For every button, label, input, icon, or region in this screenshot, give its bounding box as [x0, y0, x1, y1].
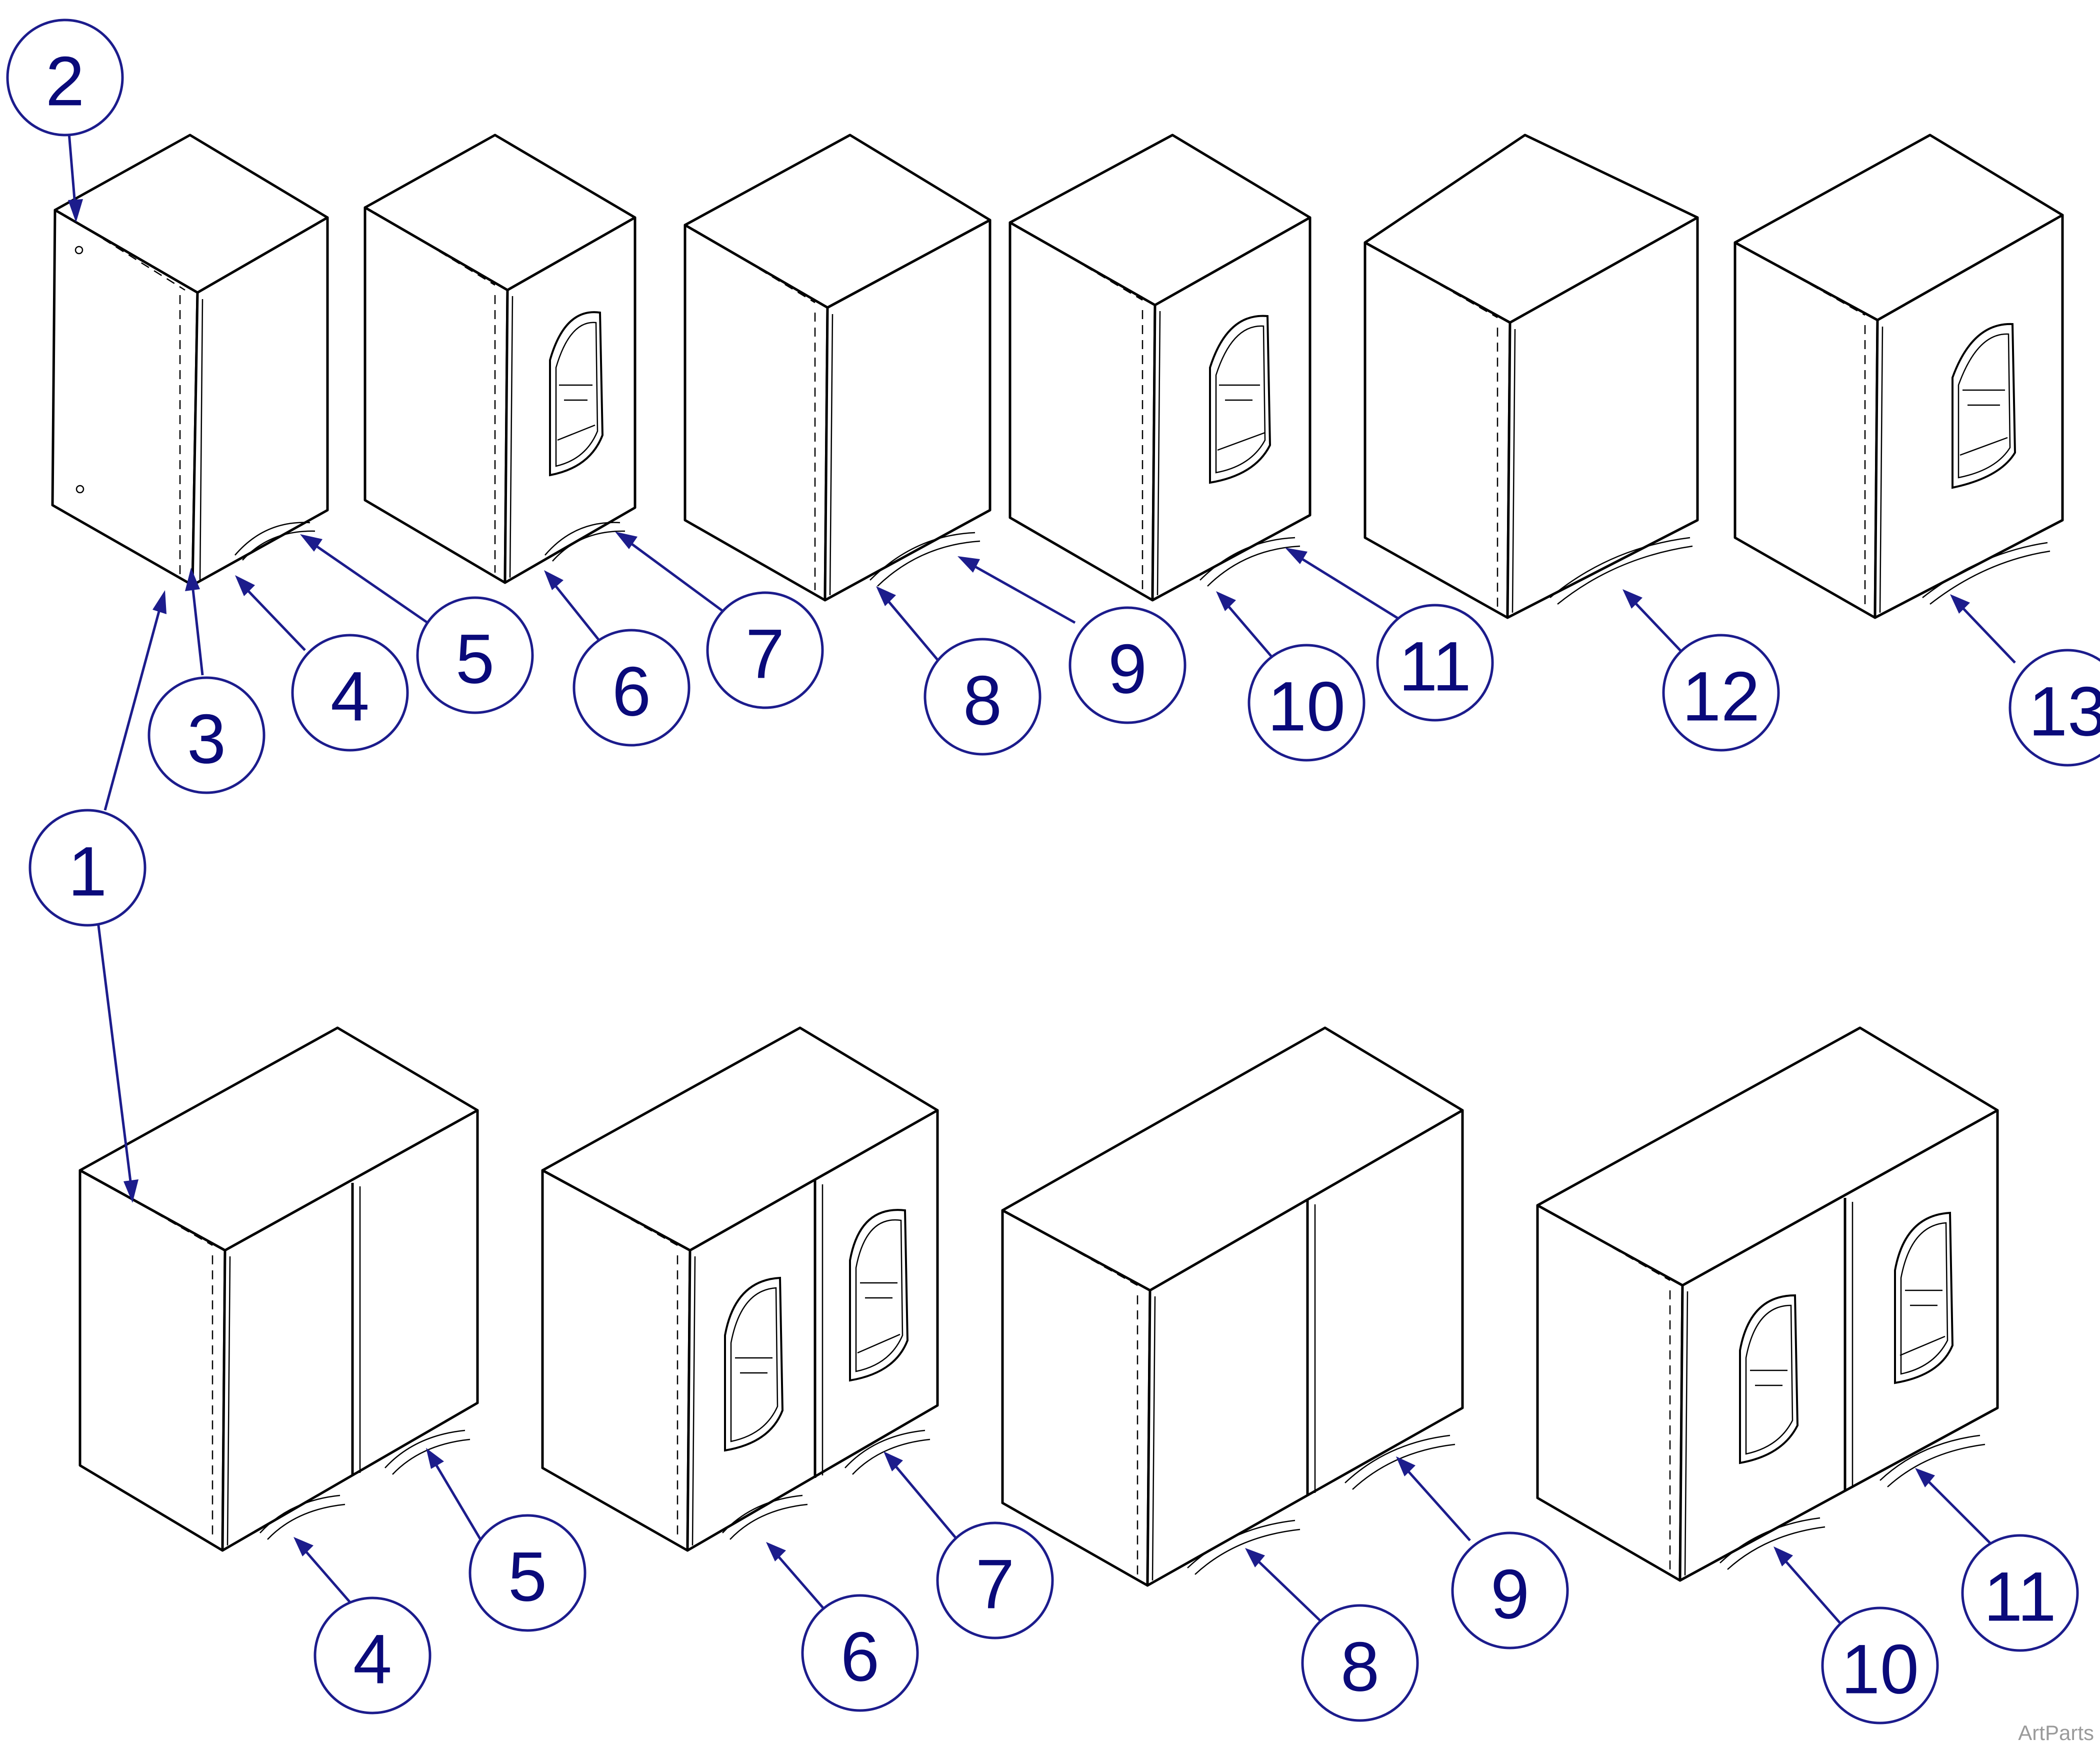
callout-8-top: 8 — [924, 638, 1042, 756]
cabinet-g — [78, 1026, 479, 1552]
callout-3-label: 3 — [187, 700, 226, 778]
callout-5-bottom-label: 5 — [508, 1537, 547, 1616]
callout-8-bottom-label: 8 — [1340, 1627, 1380, 1706]
callout-11-bottom-label: 11 — [1984, 1557, 2056, 1636]
callout-6-top-label: 6 — [612, 652, 651, 731]
callout-9-bottom-label: 9 — [1490, 1555, 1530, 1633]
callout-9-top-label: 9 — [1108, 630, 1147, 708]
callout-10-top: 10 — [1248, 644, 1366, 762]
cabinet-a — [51, 134, 329, 587]
callout-13: 13 — [2008, 649, 2100, 767]
cabinet-h — [541, 1026, 939, 1552]
callout-6-top: 6 — [572, 629, 690, 747]
cabinet-j — [1536, 1026, 1999, 1582]
leader-lines — [66, 115, 2016, 1624]
cabinet-b — [364, 134, 636, 584]
callout-5-top: 5 — [416, 596, 534, 714]
callout-11-bottom: 11 — [1961, 1534, 2079, 1652]
callout-4-bottom-label: 4 — [353, 1620, 392, 1698]
cabinet-d — [1008, 134, 1312, 602]
callout-1-label: 1 — [68, 832, 107, 911]
callout-9-bottom: 9 — [1451, 1531, 1569, 1649]
callout-11-top: 11 — [1376, 604, 1494, 722]
callout-11-top-label: 11 — [1398, 627, 1471, 706]
callout-9-top: 9 — [1068, 606, 1186, 724]
callout-4-bottom: 4 — [314, 1596, 432, 1714]
callout-10-bottom: 10 — [1821, 1606, 1939, 1724]
callout-12-label: 12 — [1682, 657, 1760, 736]
callout-2-label: 2 — [46, 42, 84, 121]
callout-10-top-label: 10 — [1268, 667, 1346, 746]
callout-12: 12 — [1662, 634, 1780, 752]
callout-7-top: 7 — [706, 591, 824, 709]
cabinet-f — [1734, 134, 2064, 619]
callout-4-top-label: 4 — [330, 657, 370, 736]
callout-7-top-label: 7 — [746, 615, 784, 693]
callout-10-bottom-label: 10 — [1841, 1630, 1919, 1708]
callout-2: 2 — [6, 19, 124, 137]
callout-6-bottom-label: 6 — [840, 1617, 880, 1696]
cabinet-c — [684, 134, 992, 602]
callout-6-bottom: 6 — [801, 1594, 919, 1712]
callout-5-top-label: 5 — [456, 620, 494, 698]
callout-7-bottom: 7 — [936, 1521, 1054, 1639]
cabinet-i — [1001, 1026, 1464, 1587]
callout-8-top-label: 8 — [963, 661, 1002, 740]
callout-4-top: 4 — [291, 634, 409, 752]
callout-8-bottom: 8 — [1301, 1604, 1419, 1722]
callout-3: 3 — [148, 676, 266, 794]
cabinet-e — [1364, 134, 1699, 619]
callout-1: 1 — [28, 809, 146, 927]
callout-13-label: 13 — [2028, 672, 2100, 751]
watermark: ArtParts — [2018, 1721, 2094, 1744]
callout-5-bottom: 5 — [468, 1514, 586, 1632]
callout-7-bottom-label: 7 — [976, 1545, 1014, 1623]
